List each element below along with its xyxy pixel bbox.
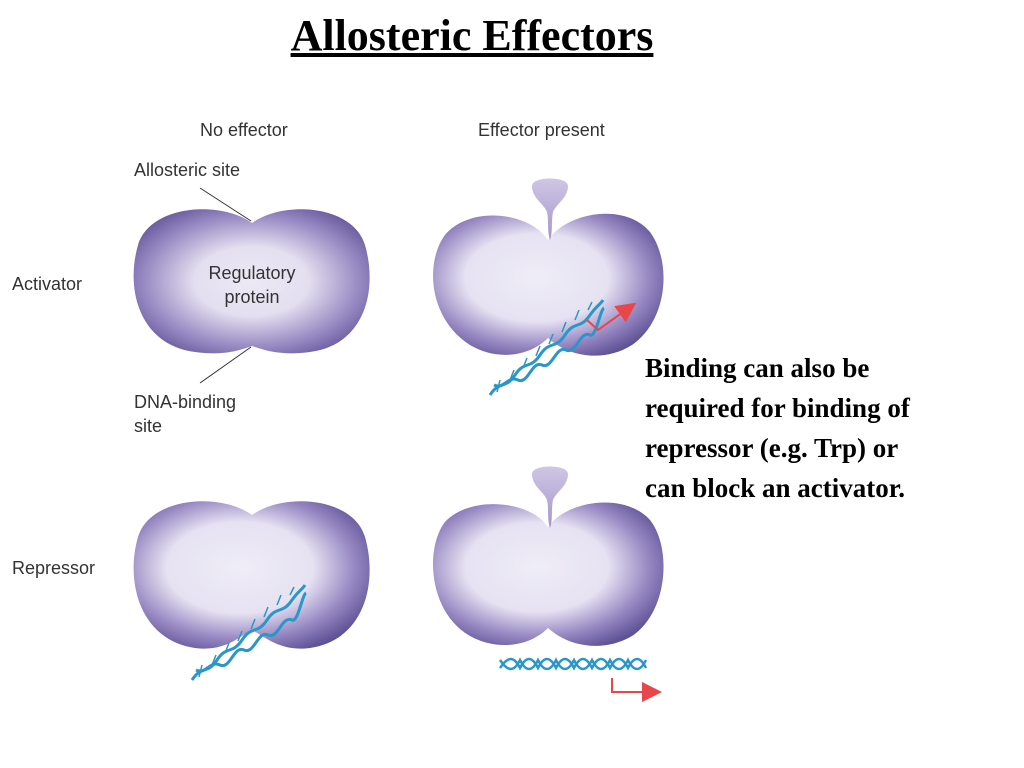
column-header-effector-present: Effector present — [478, 120, 605, 140]
label-dna-binding-site-line2: site — [134, 416, 163, 436]
row-label-repressor: Repressor — [12, 558, 96, 578]
allosteric-site-pointer — [199, 187, 252, 222]
effector-molecule-top — [532, 178, 568, 240]
row-label-activator: Activator — [12, 274, 83, 294]
side-text-line3: repressor (e.g. Trp) or — [645, 433, 899, 463]
transcription-arrow-repressor — [611, 678, 662, 702]
side-explanation: Binding can also be required for binding… — [645, 348, 1005, 508]
side-text-line4: can block an activator. — [645, 473, 906, 503]
side-text-line2: required for binding of — [645, 393, 910, 423]
side-text-line1: Binding can also be — [645, 353, 870, 383]
label-dna-binding-site: DNA-binding site — [134, 390, 236, 438]
dna-binding-site-pointer — [199, 346, 252, 384]
dna-helix-released — [498, 657, 648, 671]
label-dna-binding-site-line1: DNA-binding — [134, 392, 237, 412]
regulatory-protein-label: Regulatory protein — [177, 261, 327, 309]
protein-activator-no-effector — [133, 209, 370, 354]
regulatory-protein-label-line2: protein — [224, 287, 280, 307]
dna-helix-activator-bound — [488, 299, 606, 396]
effector-molecule-bottom — [532, 466, 568, 528]
transcription-arrow-activator — [586, 302, 637, 332]
dna-helix-repressor-bound — [190, 584, 308, 681]
protein-activator-effector — [433, 213, 664, 356]
protein-repressor-effector — [433, 502, 664, 646]
regulatory-protein-label-line1: Regulatory — [208, 263, 296, 283]
slide-title: Allosteric Effectors — [290, 11, 654, 60]
protein-repressor-no-effector — [133, 501, 370, 649]
label-allosteric-site: Allosteric site — [134, 160, 241, 180]
column-header-no-effector: No effector — [200, 120, 288, 140]
